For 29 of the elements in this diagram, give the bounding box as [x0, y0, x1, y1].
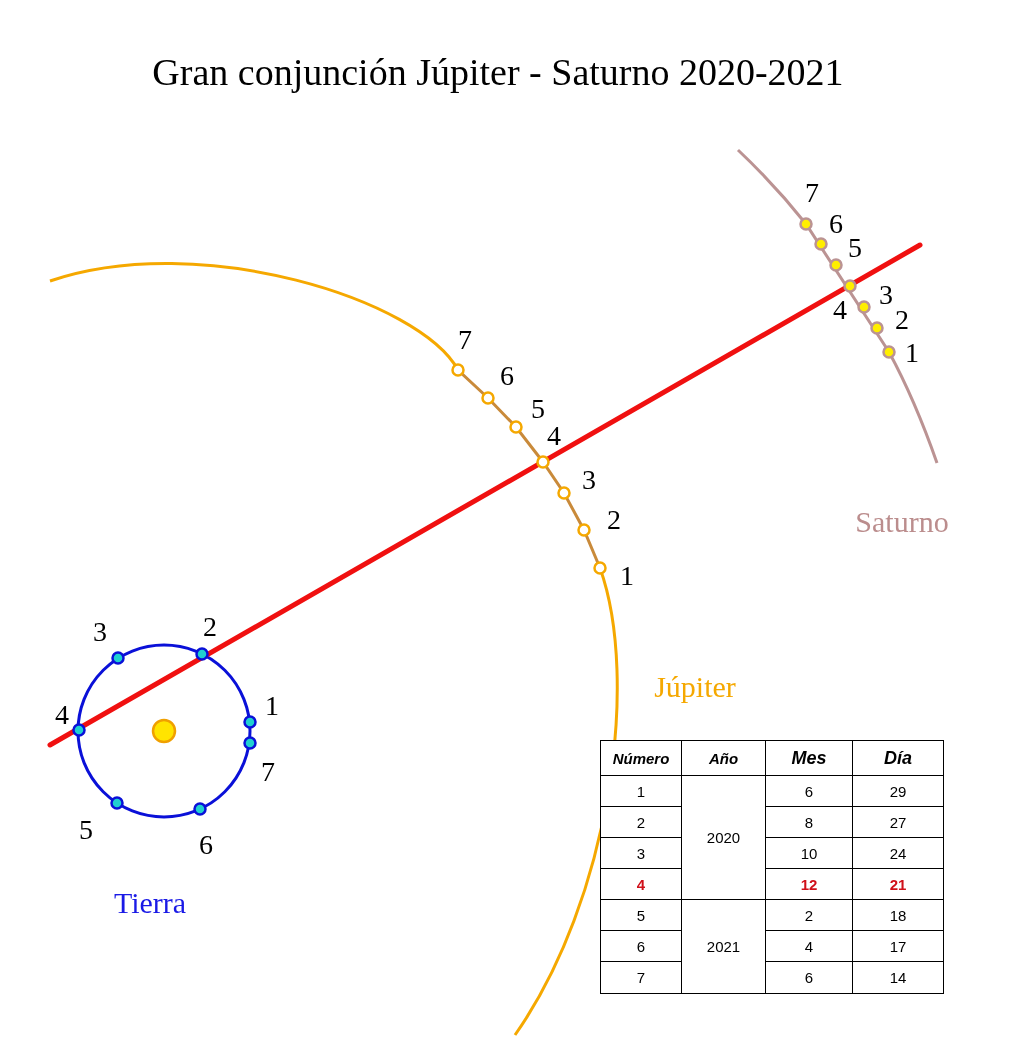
position-number: 6	[500, 362, 514, 390]
position-number: 2	[607, 506, 621, 534]
position-number: 5	[531, 395, 545, 423]
position-number: 6	[829, 210, 843, 238]
table-header: Número	[600, 740, 682, 776]
planet-name: Saturno	[855, 507, 949, 537]
position-number: 7	[805, 179, 819, 207]
planet-name: Tierra	[113, 888, 187, 918]
position-number: 5	[848, 234, 862, 262]
table-header: Día	[852, 740, 944, 776]
position-number: 2	[203, 613, 217, 641]
table-cell: 7	[600, 961, 682, 994]
position-number: 4	[547, 422, 561, 450]
position-number: 7	[458, 326, 472, 354]
position-number: 5	[79, 816, 93, 844]
position-number: 4	[55, 701, 69, 729]
title: Gran conjunción Júpiter - Saturno 2020-2021	[152, 53, 844, 91]
position-number: 1	[620, 562, 634, 590]
table-cell: 14	[852, 961, 944, 994]
position-number: 2	[895, 306, 909, 334]
position-number: 6	[199, 831, 213, 859]
position-number: 3	[582, 466, 596, 494]
position-number: 4	[833, 296, 847, 324]
position-number: 1	[265, 692, 279, 720]
position-number: 7	[261, 758, 275, 786]
position-number: 1	[905, 339, 919, 367]
position-number: 3	[93, 618, 107, 646]
position-number: 3	[879, 281, 893, 309]
planet-name: Júpiter	[654, 672, 736, 702]
